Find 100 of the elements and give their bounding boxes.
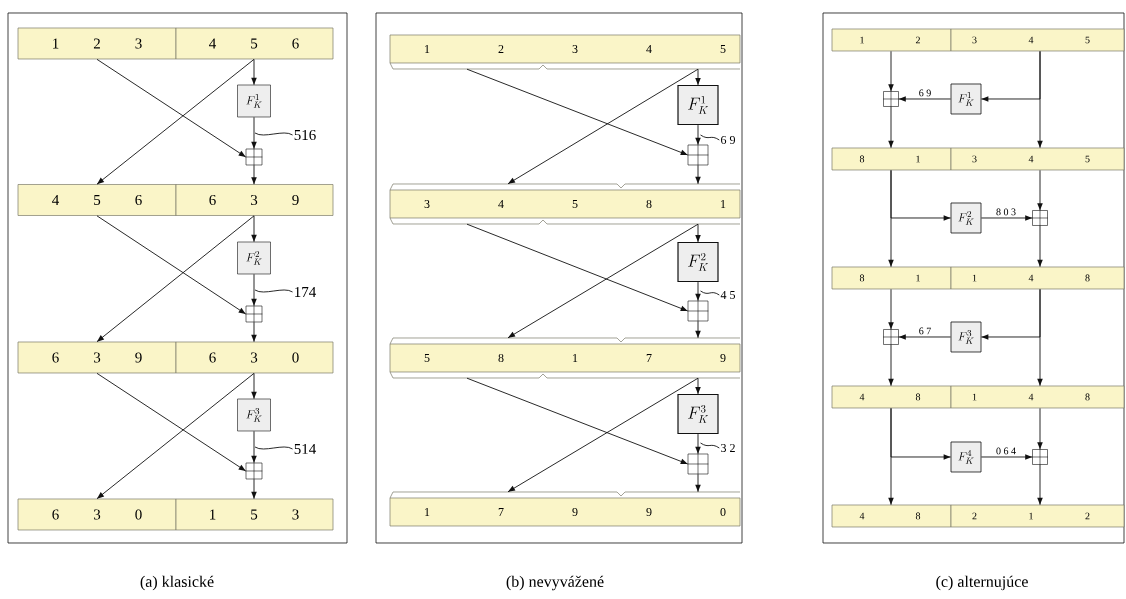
arrow	[1037, 225, 1043, 268]
addition-symbol	[882, 328, 900, 346]
value-label: 174	[295, 287, 316, 297]
addition-symbol	[1031, 448, 1049, 466]
register-cell: 4 8	[831, 385, 952, 409]
register-cell: 3 4 5	[950, 147, 1125, 171]
edge-label: 0 6 4	[995, 446, 1017, 456]
function-box: $F_K^3$	[950, 321, 982, 353]
register-bar: 3 4 5 8 1	[389, 183, 741, 225]
register-cell: 6 3 0	[17, 498, 177, 531]
arrow	[251, 116, 257, 150]
arrow	[96, 215, 255, 343]
arrow	[980, 50, 1041, 102]
arrow	[888, 288, 894, 330]
arrow	[96, 215, 247, 315]
register-bar: 1 2 3 4 5	[389, 34, 741, 70]
subfigure-caption: (c) alternujúce	[936, 575, 1028, 591]
register-bar: 5 8 1 7 9	[389, 337, 741, 379]
register-cell: 1 4 8	[950, 266, 1125, 290]
addition-symbol	[687, 144, 709, 166]
arrow	[251, 430, 257, 464]
arrow	[898, 334, 952, 340]
value-label: 516	[294, 129, 316, 141]
subfigure-caption: (b) nevyvážené	[506, 575, 604, 591]
arrow	[251, 164, 257, 185]
function-box: $F_K^3$	[237, 398, 271, 432]
function-box: $F_K^2$	[677, 241, 719, 283]
edge-label: 8 0 3	[995, 207, 1017, 217]
arrow	[1037, 169, 1043, 211]
arrow	[980, 454, 1033, 460]
arrow	[695, 124, 701, 146]
arrow	[507, 223, 699, 339]
arrow	[695, 377, 701, 395]
arrow	[96, 372, 247, 472]
register-cell: 1 5 3	[175, 498, 334, 531]
arrow	[695, 164, 701, 185]
register-cell: 6 3 9	[17, 341, 177, 374]
addition-symbol	[882, 90, 900, 108]
register-cell: 6 3 9	[175, 184, 334, 216]
register-cell: 8 1	[831, 147, 952, 171]
arrow	[890, 407, 952, 460]
arrow	[466, 377, 689, 465]
register-cell: 4 5 6	[17, 184, 177, 216]
arrow	[888, 106, 894, 149]
arrow	[1037, 464, 1043, 506]
arrow	[980, 288, 1041, 340]
leader-line	[254, 289, 293, 293]
arrow	[695, 223, 701, 243]
arrow	[251, 58, 257, 86]
leader-line	[700, 442, 720, 449]
arrow	[466, 223, 689, 312]
register-cell: 1 2	[831, 28, 952, 52]
arrow	[980, 215, 1033, 221]
arrow	[695, 473, 701, 493]
function-box: $F_K^3$	[677, 393, 719, 435]
arrow	[695, 68, 701, 86]
arrow	[695, 320, 701, 339]
function-box: $F_K^1$	[237, 84, 271, 118]
addition-symbol	[245, 148, 263, 166]
arrow	[96, 372, 255, 500]
value-label: 4 5	[720, 291, 736, 299]
register-cell: 4 5 6	[175, 27, 334, 60]
addition-symbol	[245, 305, 263, 323]
register-cell: 1 2 3	[17, 27, 177, 60]
addition-symbol	[687, 453, 709, 475]
arrow	[251, 372, 257, 400]
function-box: $F_K^2$	[237, 241, 271, 275]
leader-line	[254, 446, 293, 450]
arrow	[96, 58, 255, 185]
arrow	[96, 58, 247, 158]
arrow	[251, 215, 257, 243]
leader-line	[700, 290, 720, 296]
leader-line	[254, 132, 293, 136]
arrow	[507, 68, 699, 185]
addition-symbol	[1031, 209, 1049, 227]
subfigure-caption: (a) klasické	[140, 575, 214, 591]
register-cell: 1 4 8	[950, 385, 1125, 409]
function-box: $F_K^4$	[950, 441, 982, 473]
arrow	[695, 433, 701, 455]
arrow	[507, 377, 699, 493]
addition-symbol	[245, 462, 263, 480]
arrow	[898, 96, 952, 102]
arrow	[888, 344, 894, 387]
function-box: $F_K^1$	[677, 84, 719, 126]
edge-label: 6 9	[917, 88, 933, 98]
arrow	[251, 273, 257, 307]
register-cell: 4 8	[831, 504, 952, 528]
register-cell: 2 1 2	[950, 504, 1125, 528]
function-box: $F_K^2$	[950, 202, 982, 234]
value-label: 3 2	[721, 443, 735, 453]
register-bar: 1 7 9 9 0	[389, 491, 741, 527]
arrow	[888, 50, 894, 92]
function-box: $F_K^1$	[950, 83, 982, 115]
arrow	[695, 281, 701, 302]
arrow	[251, 478, 257, 500]
register-cell: 8 1	[831, 266, 952, 290]
register-cell: 3 4 5	[950, 28, 1125, 52]
value-label: 514	[294, 443, 316, 454]
value-label: 6 9	[721, 135, 735, 145]
arrow	[1037, 407, 1043, 450]
